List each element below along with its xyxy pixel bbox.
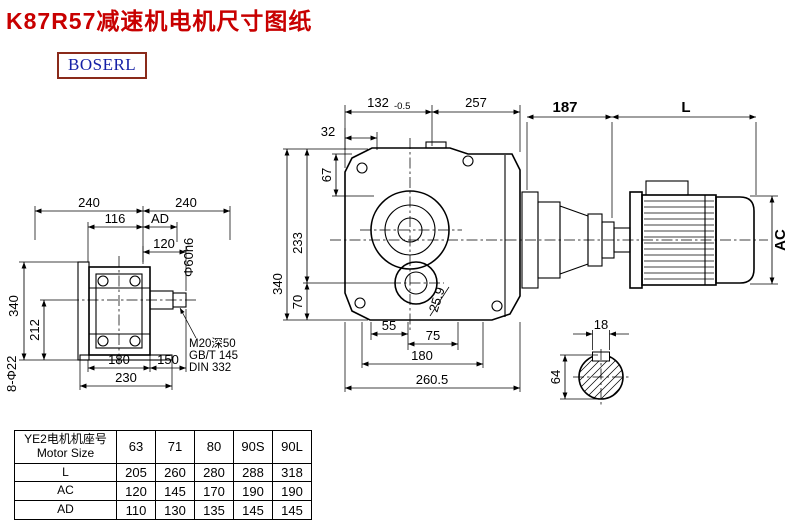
table-cell: 190 [272,481,312,502]
table-header-label-en: Motor Size [36,445,95,460]
table-cell: 288 [233,462,273,483]
table-col-71: 71 [155,430,195,464]
dim-front-257: 257 [465,95,487,110]
dim-left-340: 340 [6,295,21,317]
dim-front-75: 75 [426,328,440,343]
front-view-dimensions: 132 -0.5 257 32 67 340 233 70 25.9 55 75 [270,95,521,392]
dim-left-150: 150 [157,352,179,367]
table-cell: 145 [233,500,273,520]
dim-front-260-5: 260.5 [416,372,449,387]
dim-front-67: 67 [319,168,334,182]
table-header-label: YE2电机机座号 Motor Size [14,430,117,464]
note-m20: M20深50 [189,336,236,350]
table-col-80: 80 [194,430,234,464]
table-col-90l: 90L [272,430,312,464]
dim-left-8phi22: 8-Φ22 [4,356,19,392]
table-cell: 145 [155,481,195,502]
dim-left-240-b: 240 [175,195,197,210]
table-header-row: YE2电机机座号 Motor Size 63 71 80 90S 90L [14,430,312,464]
table-cell: 170 [194,481,234,502]
note-din332: DIN 332 [189,362,231,374]
dim-front-132-tol: -0.5 [394,101,410,112]
logo-boserl: BOSERL [57,52,148,79]
table-cell: 280 [194,462,234,483]
motor-size-table: YE2电机机座号 Motor Size 63 71 80 90S 90L L 2… [14,430,312,520]
table-cell: 120 [116,481,156,502]
dim-motor-l: L [681,99,690,116]
table-cell: 130 [155,500,195,520]
left-view [68,256,198,366]
table-cell: 190 [233,481,273,502]
dim-left-phi60: Φ60h6 [181,238,196,277]
dim-front-55: 55 [382,318,396,333]
dim-front-70: 70 [290,295,305,309]
dim-motor-187: 187 [552,99,577,116]
table-header-label-cn: YE2电机机座号 [24,432,107,446]
dim-left-ad: AD [151,211,169,226]
table-cell: 135 [194,500,234,520]
table-row-label: AC [14,481,117,502]
table-cell: 318 [272,462,312,483]
dim-front-180: 180 [411,348,433,363]
table-col-90s: 90S [233,430,273,464]
dim-front-233: 233 [290,232,305,254]
dim-left-212: 212 [27,319,42,341]
dim-front-32: 32 [321,124,335,139]
shaft-end-view: 18 64 [548,317,629,406]
left-view-dimensions: 240 240 116 AD 120 Φ60h6 340 212 8-Φ22 1… [4,195,238,392]
dim-left-240-a: 240 [78,195,100,210]
dim-left-230: 230 [115,370,137,385]
dim-shaft-64: 64 [548,370,563,384]
dim-left-180: 180 [108,352,130,367]
dim-front-132: 132 [367,95,389,110]
motor [330,180,768,289]
table-cell: 260 [155,462,195,483]
table-row-ad: AD 110 130 135 145 145 [14,500,312,520]
table-row-ac: AC 120 145 170 190 190 [14,481,312,502]
motor-dimensions: 187 L AC [526,99,789,285]
dim-left-116: 116 [105,211,126,226]
table-row-label: L [14,462,117,483]
table-cell: 145 [272,500,312,520]
dim-motor-ac: AC [772,229,789,251]
dim-front-25-9: 25.9 [426,285,448,314]
dim-shaft-18: 18 [594,317,608,332]
dim-left-120: 120 [153,236,175,251]
table-cell: 110 [116,500,156,520]
table-row-l: L 205 260 280 288 318 [14,462,312,483]
page-title: K87R57减速机电机尺寸图纸 [6,8,313,34]
table-cell: 205 [116,462,156,483]
note-gbt145: GB/T 145 [189,350,238,362]
table-row-label: AD [14,500,117,520]
front-view [344,138,521,333]
table-col-63: 63 [116,430,156,464]
dim-front-340: 340 [270,273,285,295]
